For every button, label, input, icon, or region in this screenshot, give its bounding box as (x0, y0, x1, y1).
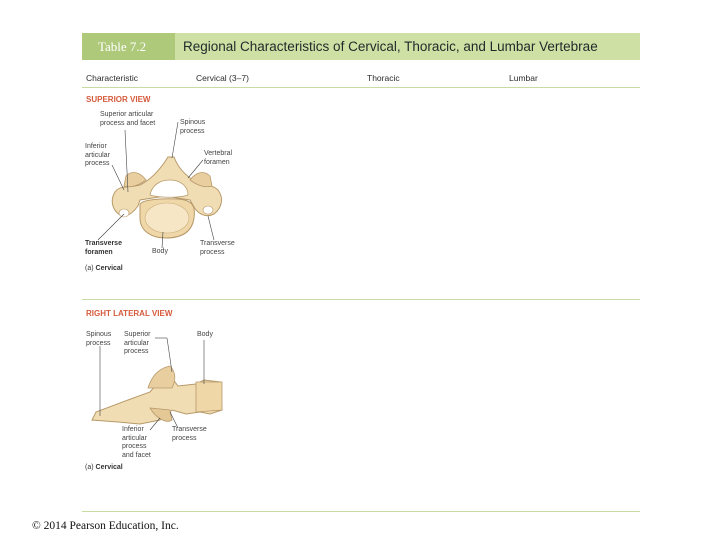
label-lateral-body: Body (197, 331, 213, 340)
section-heading-lateral: RIGHT LATERAL VIEW (86, 309, 172, 318)
cervical-vertebra-lateral-illustration (92, 366, 222, 424)
section-heading-superior: SUPERIOR VIEW (86, 95, 150, 104)
label-body: Body (152, 248, 168, 257)
cervical-vertebra-superior-illustration (112, 157, 221, 238)
copyright-notice: © 2014 Pearson Education, Inc. (32, 520, 179, 532)
caption-lateral: (a) Cervical (85, 464, 123, 471)
caption-superior: (a) Cervical (85, 265, 123, 272)
